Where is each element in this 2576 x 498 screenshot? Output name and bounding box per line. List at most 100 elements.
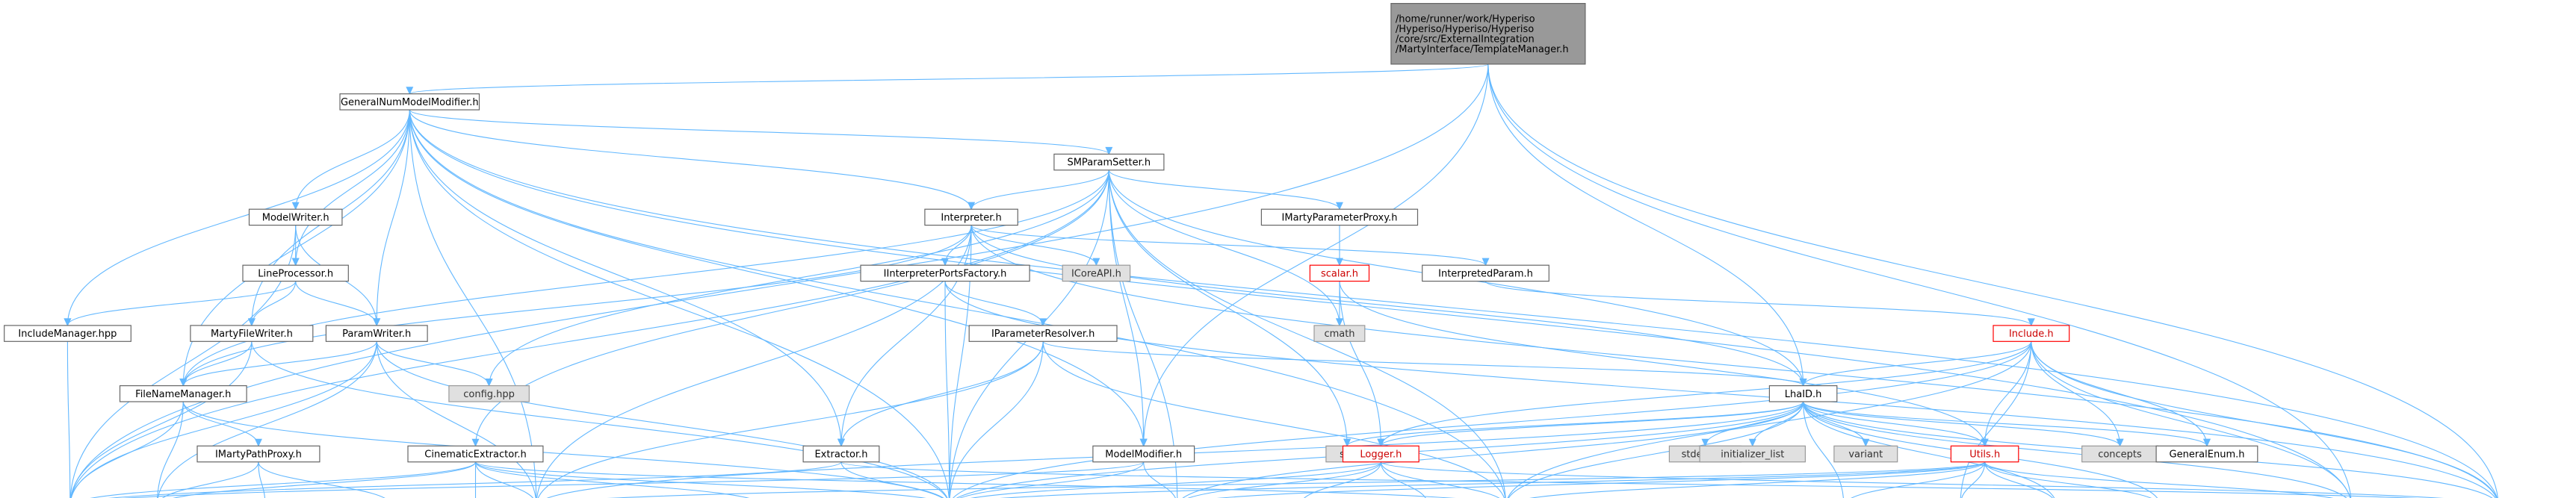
node-incmgr[interactable]: IncludeManager.hpp [4, 325, 131, 342]
edge-lp-to-mfw [251, 281, 297, 326]
edge-iparamres-to-lhaid [1042, 340, 1804, 387]
node-box [968, 325, 1118, 342]
node-layer: /home/runner/work/Hyperiso/Hyperiso/Hype… [4, 2, 2258, 463]
edge-smps-to-vector [1108, 169, 1506, 498]
edge-layer [64, 63, 2498, 498]
node-icoreapi: ICoreAPI.h [1062, 264, 1131, 282]
node-label: Interpreter.h [941, 212, 1001, 223]
edge-extractor-to-fstream [108, 461, 842, 498]
edge-include-to-concepts [2031, 341, 2121, 446]
edge-smps-to-imppx [1108, 169, 1340, 210]
node-pw[interactable]: ParamWriter.h [325, 325, 428, 342]
node-box [1260, 208, 1419, 226]
node-box [2155, 445, 2258, 463]
node-logger[interactable]: Logger.h [1342, 445, 1419, 463]
edge-smps-to-modmod [1108, 169, 1145, 446]
edge-imartypp-to-filesystem [258, 461, 386, 498]
node-label: SMParamSetter.h [1067, 158, 1151, 169]
edge-cinex-to-regex [474, 461, 750, 498]
node-box [924, 208, 1018, 226]
edge-pw-to-string [376, 341, 948, 498]
node-label: IMartyParameterProxy.h [1282, 212, 1398, 223]
node-interpparam[interactable]: InterpretedParam.h [1422, 264, 1549, 282]
node-imppx[interactable]: IMartyParameterProxy.h [1260, 208, 1419, 226]
node-lp[interactable]: LineProcessor.h [242, 264, 349, 282]
edge-mfw-to-fnm [182, 341, 253, 386]
node-cinex[interactable]: CinematicExtractor.h [407, 445, 544, 463]
node-smps[interactable]: SMParamSetter.h [1053, 153, 1165, 171]
edge-iparamres-to-vector [1042, 341, 1505, 498]
node-label: ModelModifier.h [1105, 449, 1182, 461]
edge-gnmm-to-string [409, 110, 950, 498]
node-genenum[interactable]: GeneralEnum.h [2155, 445, 2258, 463]
node-box [1309, 264, 1370, 282]
node-label: variant [1848, 449, 1883, 461]
node-box [1313, 325, 1366, 342]
edge-pw-to-fnm [182, 341, 377, 386]
edge-arrowhead [254, 438, 262, 447]
node-box [339, 93, 480, 111]
node-box [860, 264, 1030, 282]
edge-arrowhead [1105, 146, 1113, 155]
node-scalar[interactable]: scalar.h [1309, 264, 1370, 282]
node-label: IParameterResolver.h [991, 329, 1095, 340]
node-label: Include.h [2009, 329, 2054, 340]
edge-arrowhead [2027, 318, 2035, 327]
edge-pw-to-umap [376, 341, 536, 498]
edge-gnmm-to-umap [409, 110, 537, 498]
node-iipf[interactable]: IInterpreterPortsFactory.h [860, 264, 1030, 282]
edge-arrowhead [1343, 438, 1352, 447]
node-label: MartyFileWriter.h [211, 329, 293, 340]
node-label: /MartyInterface/TemplateManager.h [1396, 44, 1569, 55]
edge-gnmm-to-vector [409, 110, 1505, 498]
edge-arrowhead [179, 379, 188, 387]
node-label: GeneralEnum.h [2170, 449, 2245, 461]
edge-arrowhead [1092, 258, 1100, 267]
edge-lhaid-to-map [1803, 401, 2347, 498]
edge-incmgr-to-fstream [66, 341, 71, 498]
node-fnm[interactable]: FileNameManager.h [119, 385, 247, 402]
node-extractor[interactable]: Extractor.h [802, 445, 880, 463]
edge-root-to-memory [1487, 63, 2498, 498]
edge-scalar-to-utils [1339, 281, 1986, 446]
node-box [1390, 2, 1586, 65]
node-label: initializer_list [1721, 449, 1784, 461]
node-interp[interactable]: Interpreter.h [924, 208, 1018, 226]
node-box [1699, 445, 1806, 463]
edge-arrowhead [485, 379, 493, 387]
node-label: cmath [1324, 329, 1354, 340]
edge-interpparam-to-include [1484, 281, 2032, 326]
node-modmod[interactable]: ModelModifier.h [1092, 445, 1195, 463]
edge-mfw-to-fstream [70, 341, 253, 498]
node-box [1342, 445, 1419, 463]
node-gnmm[interactable]: GeneralNumModelModifier.h [339, 93, 480, 111]
edge-arrowhead [1335, 318, 1343, 327]
edge-arrowhead [247, 318, 256, 327]
edge-interp-to-iipf [944, 225, 972, 266]
edge-arrowhead [1039, 318, 1047, 327]
edge-interp-to-icoreapi [970, 225, 1097, 266]
node-mfw[interactable]: MartyFileWriter.h [190, 325, 314, 342]
edge-include-to-map [2031, 341, 2351, 498]
edge-utils-to-ranges [1984, 461, 2152, 498]
edge-interp-to-fnm [182, 225, 972, 386]
node-include[interactable]: Include.h [1993, 325, 2070, 342]
node-label: FileNameManager.h [135, 389, 231, 400]
node-box [1993, 325, 2070, 342]
node-iparamres[interactable]: IParameterResolver.h [968, 325, 1118, 342]
edge-arrowhead [967, 202, 976, 211]
node-mw[interactable]: ModelWriter.h [248, 208, 343, 226]
node-root[interactable]: /home/runner/work/Hyperiso/Hyperiso/Hype… [1390, 2, 1586, 65]
node-imartypp[interactable]: IMartyPathProxy.h [196, 445, 321, 463]
node-lhaid[interactable]: LhaID.h [1768, 385, 1838, 402]
node-utils[interactable]: Utils.h [1950, 445, 2019, 463]
node-concepts: concepts [2081, 445, 2158, 463]
node-label: IncludeManager.hpp [18, 329, 117, 340]
node-box [1833, 445, 1898, 463]
edge-gnmm-to-mw [295, 110, 410, 210]
edge-smps-to-interp [970, 169, 1109, 210]
edge-iparamres-to-umap [537, 341, 1044, 498]
edge-smps-to-set [1108, 169, 1348, 446]
node-label: LineProcessor.h [258, 268, 333, 279]
edge-scalar-to-logger [1339, 281, 1381, 446]
